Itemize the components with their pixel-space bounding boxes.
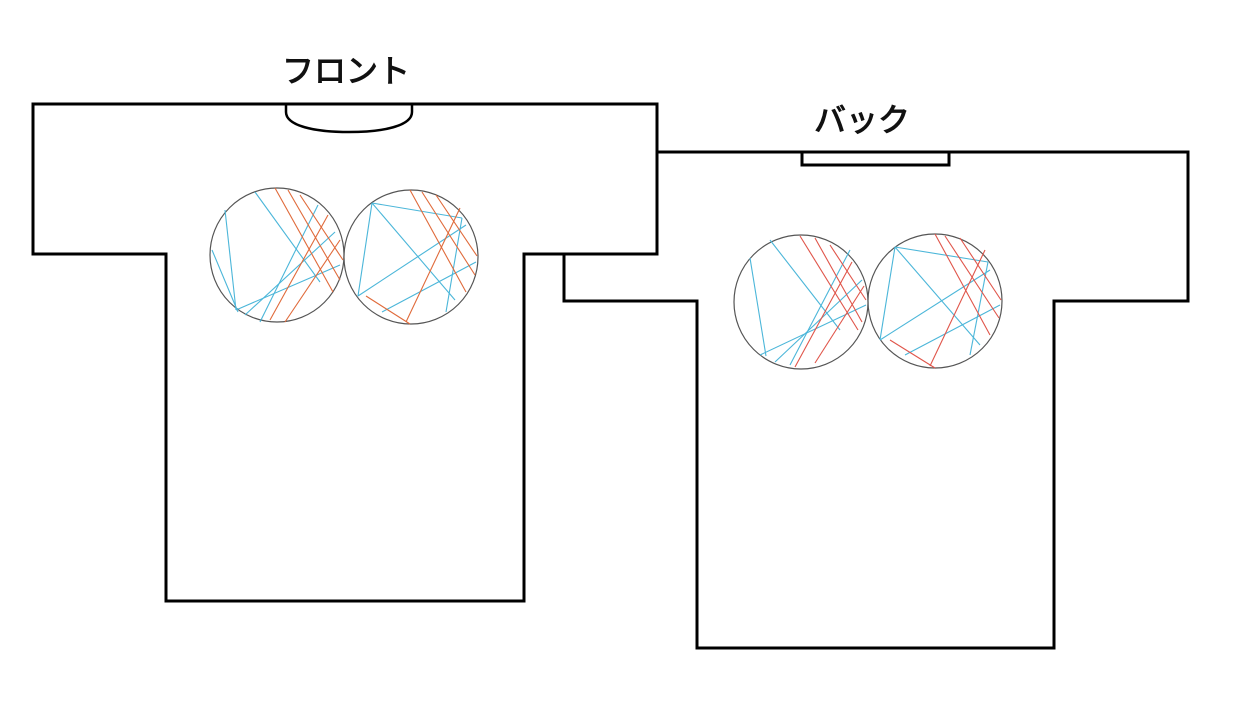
pattern-line — [929, 249, 986, 367]
pattern-line — [435, 194, 478, 257]
pattern-line — [894, 246, 989, 263]
back-label: バック — [814, 101, 910, 139]
pattern-line — [357, 202, 373, 297]
pattern-line — [814, 285, 865, 364]
front-pattern-left — [209, 187, 345, 323]
pattern-line — [769, 239, 841, 331]
pattern-line — [969, 261, 989, 356]
pattern-line — [284, 239, 341, 323]
pattern-line — [287, 189, 341, 281]
pattern-line — [879, 246, 896, 341]
back-shirt-outline — [562, 150, 1190, 650]
pattern-line — [357, 224, 467, 297]
pattern-line — [254, 191, 321, 283]
pattern-line — [405, 207, 461, 323]
pattern-line — [371, 202, 463, 219]
pattern-line — [224, 209, 237, 311]
pattern-line — [749, 257, 767, 357]
front-label: フロント — [282, 52, 410, 90]
pattern-line — [371, 202, 456, 301]
pattern-line — [879, 269, 991, 341]
back-collar — [800, 150, 951, 167]
front-shirt — [31, 102, 659, 603]
pattern-line — [211, 249, 239, 313]
pattern-line — [274, 187, 334, 293]
front-collar — [284, 104, 414, 134]
pattern-line — [889, 339, 936, 369]
pattern-line — [934, 233, 991, 336]
pattern-line — [365, 295, 411, 325]
pattern-line — [789, 249, 851, 366]
pattern-line — [799, 235, 859, 331]
pattern-line — [269, 214, 329, 321]
back-pattern-right — [867, 233, 1003, 369]
pattern-line — [959, 237, 1002, 301]
pattern-line — [894, 246, 981, 346]
pattern-line — [774, 279, 863, 363]
pattern-line — [814, 237, 863, 323]
front-pattern-right — [343, 189, 479, 325]
pattern-line — [409, 189, 467, 293]
front-shirt-outline — [31, 102, 659, 603]
front-circle-right — [343, 189, 479, 325]
pattern-line — [904, 304, 1001, 356]
pattern-line — [445, 217, 463, 313]
pattern-line — [794, 261, 853, 368]
pattern-line — [381, 261, 477, 313]
back-shirt — [562, 150, 1190, 650]
pattern-line — [829, 244, 867, 301]
